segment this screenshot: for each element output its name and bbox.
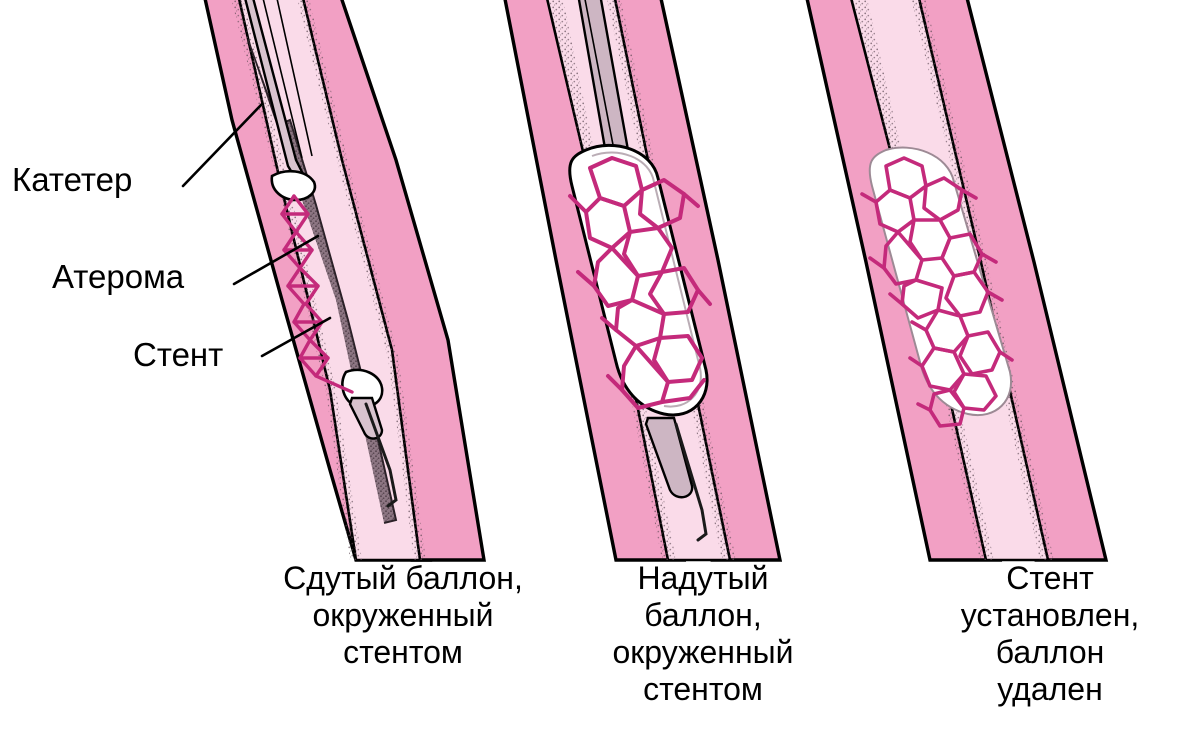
leader-catheter: [181, 102, 264, 188]
caption-line: Сдутый баллон,: [283, 560, 523, 596]
catheter-distal-shaft-1: [348, 396, 398, 508]
intima-speckle-1-left: [231, 0, 362, 560]
caption-panel-3: Стент установлен, баллон удален: [915, 560, 1185, 708]
caption-line: стентом: [343, 634, 463, 670]
caption-line: Стент: [1006, 560, 1094, 596]
balloon-proximal-marker-1: [270, 169, 317, 202]
caption-line: баллон: [995, 634, 1105, 670]
caption-line: окруженный: [612, 634, 794, 670]
guidewire-1: [364, 402, 398, 508]
caption-line: установлен,: [960, 597, 1140, 633]
label-leader-lines: [181, 102, 332, 358]
leader-stent: [260, 316, 332, 358]
caption-line: окруженный: [312, 597, 494, 633]
label-stent: Стент: [133, 336, 224, 373]
label-catheter: Катетер: [12, 161, 133, 198]
panel-3-vessel: [805, 0, 1109, 562]
stent-deployed-3: [860, 156, 1014, 428]
leader-atheroma: [232, 234, 320, 286]
label-atheroma: Атерома: [52, 258, 185, 295]
stent-deflated-1: [280, 194, 354, 394]
intima-speckle-1-right: [297, 0, 426, 560]
balloon-inflated-2-shade: [591, 151, 702, 408]
caption-panel-1: Сдутый баллон, окруженный стентом: [278, 560, 528, 671]
caption-line: стентом: [643, 671, 763, 707]
caption-line: удален: [997, 671, 1103, 707]
catheter-distal-shaft-2: [644, 416, 708, 542]
guidewire-2: [674, 422, 708, 542]
panel-1-vessel: [203, 0, 487, 562]
stent-expanded-2: [568, 156, 712, 410]
caption-panel-2: Надутый баллон, окруженный стентом: [578, 560, 828, 708]
stented-segment-3: [868, 146, 1013, 417]
caption-line: Надутый баллон,: [637, 560, 769, 633]
panel-2-vessel: [503, 0, 783, 562]
